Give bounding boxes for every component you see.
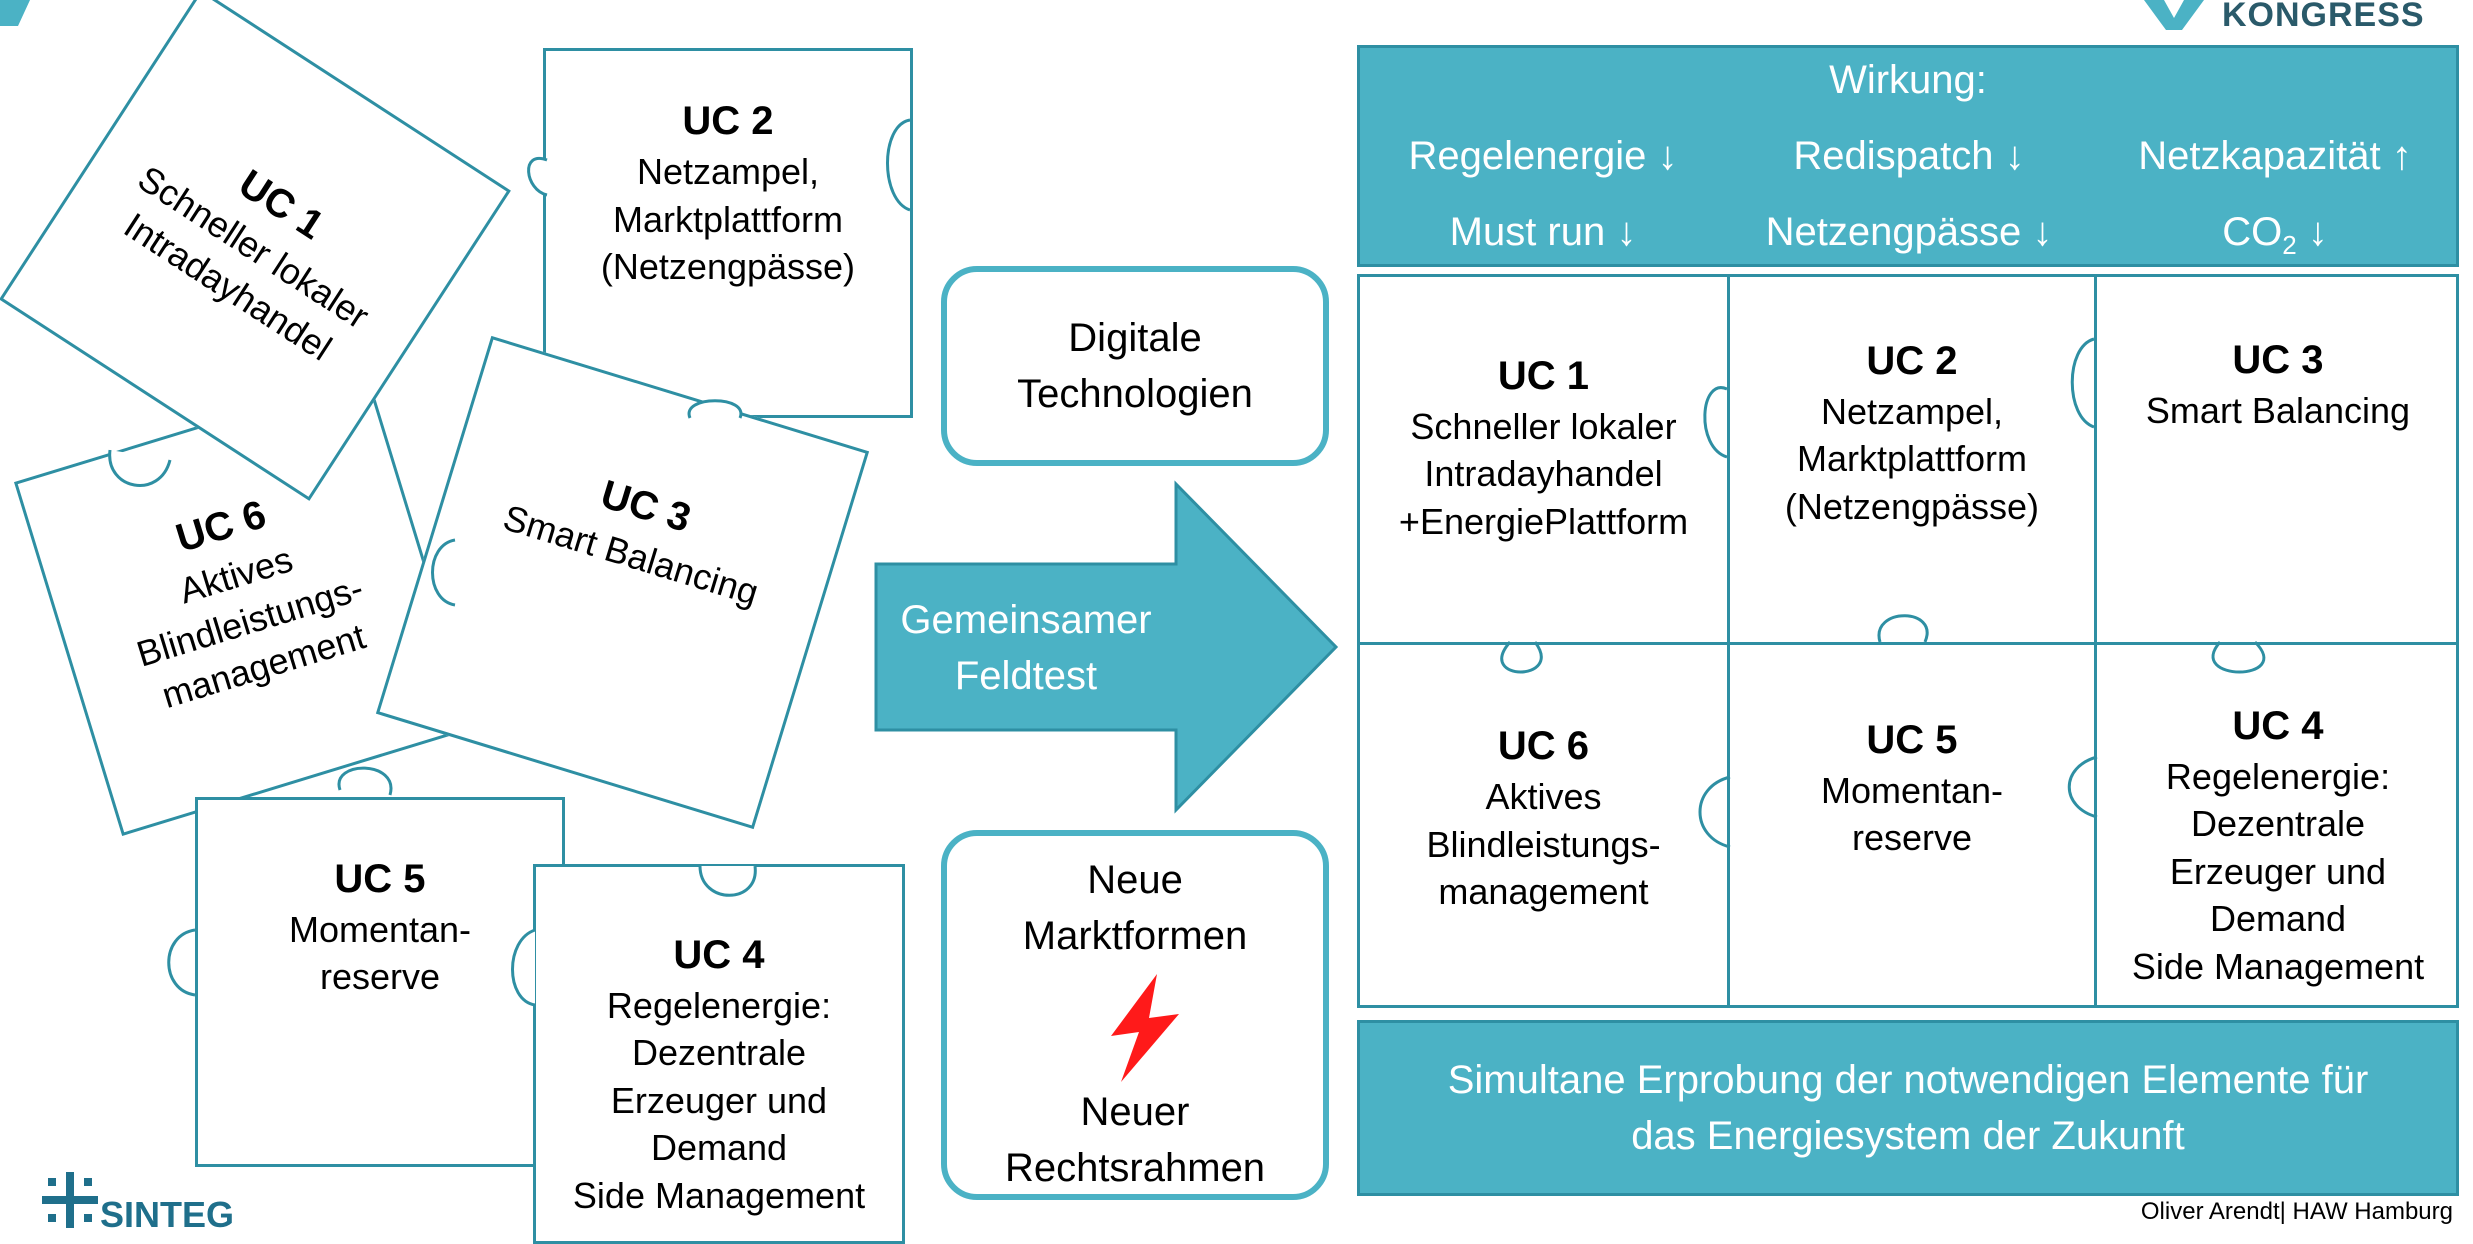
grid-uc4-line: Side Management xyxy=(2131,945,2425,987)
grid-uc3-title: UC 3 xyxy=(2232,338,2324,383)
wirkung-item: Regelenergie ↓ xyxy=(1408,134,1678,178)
grid-uc4-line: Demand xyxy=(2209,898,2347,940)
grid-cell-uc6: UC 6 Aktives Blindleistungs- management xyxy=(1360,645,1727,1005)
grid-uc4-line: Dezentrale xyxy=(2190,803,2366,845)
wirkung-item: Redispatch ↓ xyxy=(1793,134,2025,178)
grid-uc4-title: UC 4 xyxy=(2232,703,2324,748)
sinteg-logo-icon xyxy=(42,1172,98,1228)
grid-cell-uc4: UC 4 Regelenergie: Dezentrale Erzeuger u… xyxy=(2097,645,2459,1005)
grid-cell-uc3: UC 3 Smart Balancing xyxy=(2097,277,2459,642)
feldtest-label: Gemeinsamer Feldtest xyxy=(876,584,1176,712)
uc4-line: Side Management xyxy=(572,1174,866,1216)
grid-uc6-line: management xyxy=(1438,871,1649,913)
wirkung-item-co2: CO2 ↓ xyxy=(2092,210,2458,261)
wirkung-item: Netzengpässe ↓ xyxy=(1765,210,2053,254)
uc-grid: UC 1 Schneller lokaler Intradayhandel +E… xyxy=(1357,274,2459,1008)
grid-uc5-title: UC 5 xyxy=(1866,718,1958,763)
grid-uc4-line: Erzeuger und xyxy=(2169,850,2387,892)
grid-uc6-line: Blindleistungs- xyxy=(1426,823,1661,865)
digital-technologies-box: Digitale Technologien xyxy=(941,266,1329,466)
digital-line: Digitale xyxy=(1068,316,1202,360)
grid-uc1-line: +EnergiePlattform xyxy=(1398,500,1689,542)
uc5-line: reserve xyxy=(319,956,441,998)
grid-uc2-title: UC 2 xyxy=(1866,338,1958,383)
grid-cell-uc5: UC 5 Momentan- reserve xyxy=(1730,645,2094,1005)
puzzle-piece-uc2: UC 2 Netzampel, Marktplattform (Netzengp… xyxy=(543,48,913,418)
kongress-logo-text: KONGRESS xyxy=(2222,0,2425,34)
puzzle-knobs-left xyxy=(108,118,911,1007)
grid-uc2-line: Marktplattform xyxy=(1796,438,2028,480)
grid-divider xyxy=(2094,277,2097,1005)
grid-uc1-title: UC 1 xyxy=(1497,353,1590,398)
grid-uc1-line: Intradayhandel xyxy=(1424,453,1663,495)
lightning-icon xyxy=(1111,974,1179,1082)
market-line: Neue xyxy=(1087,858,1183,902)
uc2-line: Marktplattform xyxy=(612,198,844,240)
wirkung-banner: Wirkung: Regelenergie ↓ Redispatch ↓ Net… xyxy=(1357,45,2459,267)
arrow-line: Feldtest xyxy=(954,654,1098,698)
puzzle-knobs-grid xyxy=(1500,337,2266,849)
puzzle-piece-uc4: UC 4 Regelenergie: Dezentrale Erzeuger u… xyxy=(533,864,905,1244)
legal-line: Rechtsrahmen xyxy=(1004,1146,1266,1190)
grid-uc4-line: Regelenergie: xyxy=(2165,755,2391,797)
legal-line: Neuer xyxy=(1080,1090,1190,1134)
co2-text: CO xyxy=(2222,210,2283,254)
simultane-banner: Simultane Erprobung der notwendigen Elem… xyxy=(1357,1020,2459,1196)
grid-uc3-line: Smart Balancing xyxy=(2145,390,2411,432)
uc2-title: UC 2 xyxy=(682,99,774,144)
banner-line: Simultane Erprobung der notwendigen Elem… xyxy=(1447,1058,2369,1102)
arrow-line: Gemeinsamer xyxy=(900,598,1152,642)
grid-divider xyxy=(1727,277,1730,1005)
grid-cell-uc2: UC 2 Netzampel, Marktplattform (Netzengp… xyxy=(1730,277,2094,642)
uc4-line: Regelenergie: xyxy=(606,984,832,1026)
uc4-line: Demand xyxy=(650,1127,788,1169)
sinteg-logo-text: SINTEG xyxy=(100,1194,235,1235)
grid-uc2-line: (Netzengpässe) xyxy=(1784,485,2040,527)
feldtest-arrow-icon xyxy=(874,480,1339,814)
uc2-line: Netzampel, xyxy=(636,151,820,193)
uc2-line: (Netzengpässe) xyxy=(600,246,856,288)
grid-uc6-line: Aktives xyxy=(1485,776,1602,818)
uc5-line: Momentan- xyxy=(288,908,472,950)
co2-arrow: ↓ xyxy=(2296,210,2328,254)
grid-uc1-line: Schneller lokaler xyxy=(1410,405,1677,447)
wirkung-item: Netzkapazität ↑ xyxy=(2138,134,2412,178)
uc4-title: UC 4 xyxy=(673,932,765,977)
uc4-line: Erzeuger und xyxy=(610,1079,828,1121)
wirkung-heading: Wirkung: xyxy=(1829,58,1987,102)
kongress-logo-icon xyxy=(2144,0,2204,30)
co2-subscript: 2 xyxy=(2282,230,2297,260)
wirkung-item: Must run ↓ xyxy=(1449,210,1637,254)
uc5-title: UC 5 xyxy=(334,857,426,902)
banner-line: das Energiesystem der Zukunft xyxy=(1631,1114,2185,1158)
grid-cell-uc1: UC 1 Schneller lokaler Intradayhandel +E… xyxy=(1360,277,1727,642)
grid-divider xyxy=(1360,642,2456,645)
grid-uc2-line: Netzampel, xyxy=(1820,390,2004,432)
grid-uc6-title: UC 6 xyxy=(1497,724,1590,769)
market-legal-box: Neue Marktformen Neuer Rechtsrahmen xyxy=(941,830,1329,1200)
footer-author: Oliver Arendt| HAW Hamburg xyxy=(2140,1198,2453,1225)
grid-uc5-line: Momentan- xyxy=(1820,769,2004,811)
market-line: Marktformen xyxy=(1022,914,1248,958)
digital-line: Technologien xyxy=(1017,372,1253,416)
grid-uc5-line: reserve xyxy=(1851,817,1973,859)
uc4-line: Dezentrale xyxy=(631,1032,807,1074)
